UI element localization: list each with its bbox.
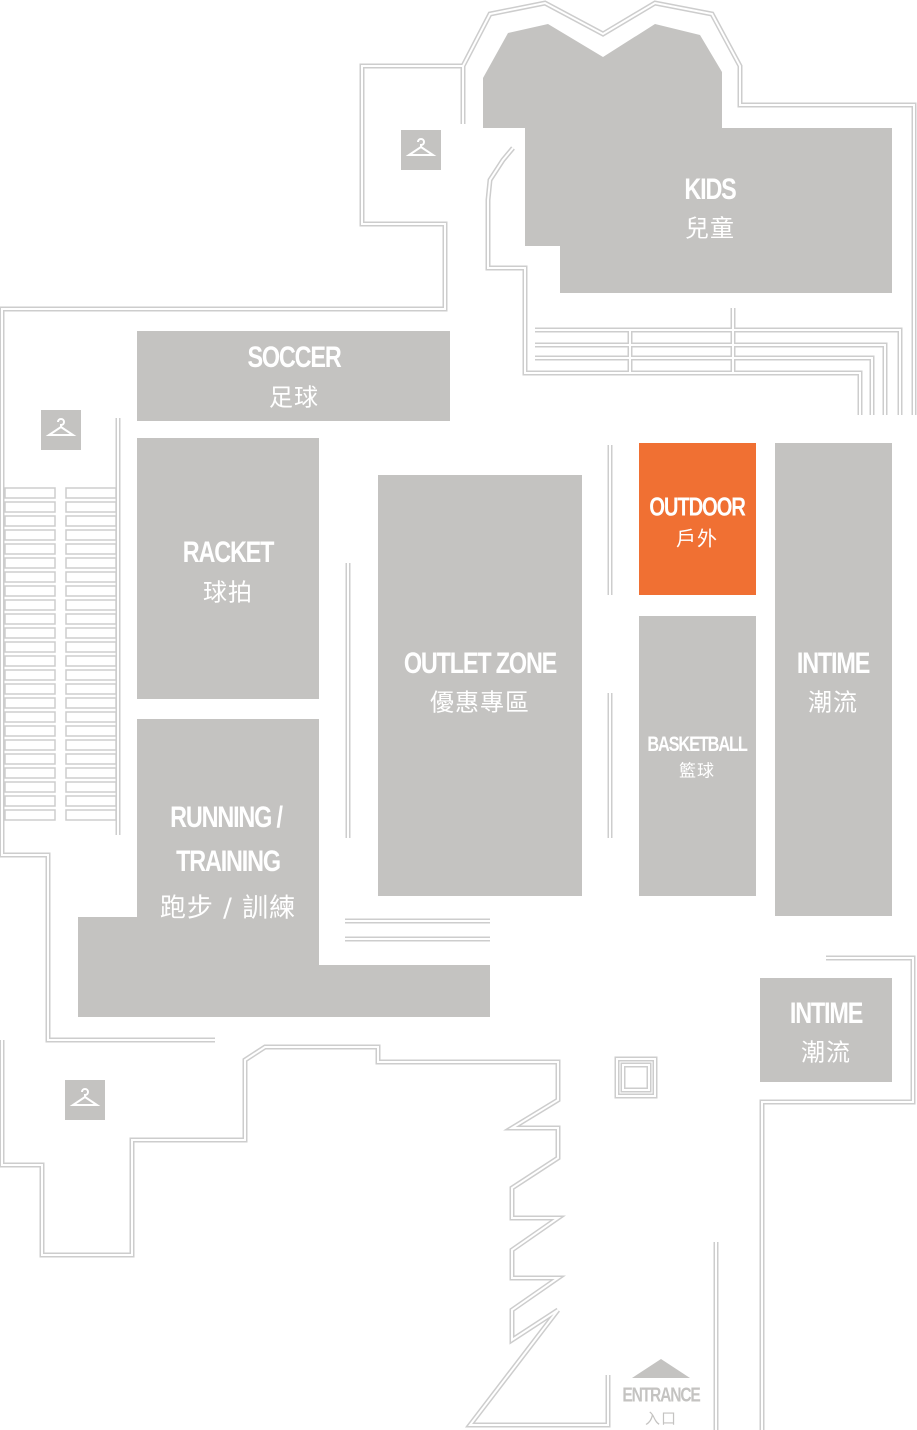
zone-label-en: OUTDOOR [649,491,746,522]
zone-label-zh: 籃球 [679,761,715,782]
zone-label-zh: 跑步 / 訓練 [159,893,297,924]
zone-basketball[interactable] [639,616,756,896]
zone-label-en: BASKETBALL [647,733,747,756]
zone-soccer[interactable] [137,331,450,421]
zone-label-zh: 優惠專區 [430,688,530,717]
zone-label-zh: 球拍 [203,578,253,607]
zone-label-en: KIDS [684,173,736,206]
zone-label-en: SOCCER [247,341,341,374]
zone-kids[interactable] [483,24,892,293]
arrow-up-triangle-icon [632,1359,690,1378]
zone-label-en: INTIME [796,647,870,680]
zone-label-zh: 兒童 [685,214,735,243]
zone-outlet[interactable] [378,475,582,896]
zone-intime-main[interactable] [775,443,892,916]
zone-label-zh: 戶外 [676,526,718,551]
entrance-label-en: ENTRANCE [622,1384,700,1407]
hanger-icon[interactable] [401,130,441,170]
zone-label-zh: 足球 [269,383,319,412]
hanger-icon[interactable] [65,1080,105,1120]
zone-racket[interactable] [137,438,319,699]
zone-label-zh: 潮流 [808,688,858,717]
zone-intime-small[interactable] [760,978,892,1082]
zone-outdoor[interactable] [639,443,756,595]
zone-running-training[interactable] [78,719,490,1017]
zone-label-en: TRAINING [176,845,281,878]
hanger-icon[interactable] [41,410,81,450]
zone-label-en: RACKET [182,536,275,569]
zone-label-en: RUNNING / [170,801,283,834]
zone-label-en: INTIME [789,997,863,1030]
zone-label-zh: 潮流 [801,1038,851,1067]
stairs [4,487,117,821]
entrance-label-zh: 入口 [644,1409,678,1428]
zone-label-en: OUTLET ZONE [403,647,557,680]
